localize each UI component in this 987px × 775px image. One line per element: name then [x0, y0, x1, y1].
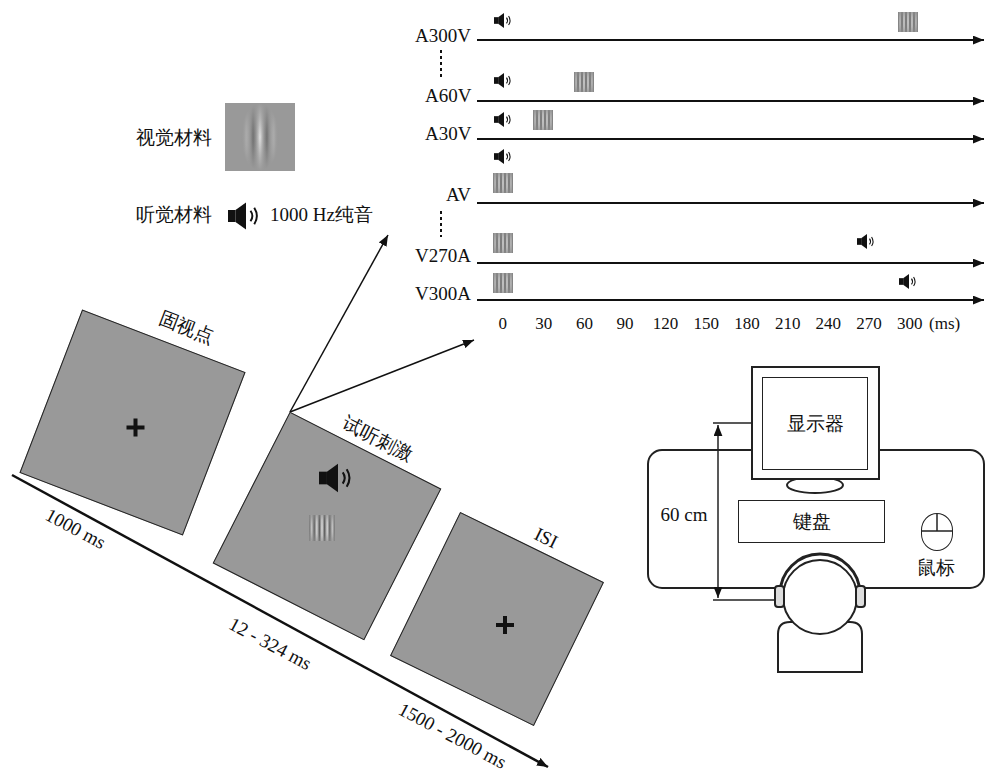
tone-label: 1000 Hz纯音 — [270, 204, 373, 226]
condition-label: A60V — [425, 85, 471, 107]
tick-label: 150 — [694, 314, 720, 334]
isi-screen: ISI — [390, 512, 604, 726]
screen-content — [242, 440, 412, 610]
mouse-line — [936, 514, 938, 531]
headphone-band — [780, 554, 860, 594]
tick-label: 300 — [897, 314, 923, 334]
keyboard-box: 键盘 — [738, 500, 885, 543]
leader-arrows — [290, 235, 474, 412]
screen-content — [417, 538, 577, 698]
gabor-patch — [225, 103, 295, 171]
speaker-icon — [857, 234, 873, 249]
gabor-icon — [309, 514, 335, 540]
ellipsis-dash — [440, 50, 442, 77]
setup-illustration — [648, 367, 984, 672]
tick-label: 270 — [856, 314, 882, 334]
dimension-tick — [713, 599, 780, 601]
gabor-icons — [225, 12, 918, 293]
leader-arrow — [290, 235, 388, 412]
tick-label: 90 — [617, 314, 634, 334]
box-label: 键盘 — [793, 511, 831, 533]
gabor-icon — [493, 173, 513, 193]
speaker-icons — [228, 13, 915, 289]
person-head — [783, 560, 857, 634]
speaker-icon — [228, 203, 257, 230]
gabor-icon — [574, 72, 594, 92]
tick-label: 120 — [653, 314, 679, 334]
gabor-icon — [898, 12, 918, 32]
material-label: 视觉材料 — [136, 127, 212, 149]
monitor-screen: 显示器 — [762, 377, 868, 470]
speaker-icon — [494, 13, 510, 28]
dimension-tick — [713, 422, 752, 424]
timeline-axes — [441, 40, 984, 300]
tick-label: 60 — [576, 314, 593, 334]
material-label: 听觉材料 — [136, 204, 212, 226]
tick-label: 240 — [816, 314, 842, 334]
tick-label: 210 — [775, 314, 801, 334]
mouse-label: 鼠标 — [917, 557, 955, 579]
condition-label: A300V — [415, 25, 471, 47]
duration-label: 12 - 324 ms — [225, 613, 315, 675]
condition-label: A30V — [425, 123, 471, 145]
speaker-icon — [494, 112, 510, 127]
screen-content — [44, 334, 219, 509]
speaker-icon — [494, 149, 510, 164]
tick-label: 0 — [499, 314, 508, 334]
gabor-icon — [493, 233, 513, 253]
duration-label: 1000 ms — [41, 504, 109, 554]
fixation-screen: 固视点 — [19, 309, 245, 535]
fixation-cross — [126, 417, 144, 435]
condition-label: V300A — [415, 283, 471, 305]
condition-label: AV — [446, 184, 471, 206]
fixation-cross — [496, 615, 514, 633]
screen-title: ISI — [531, 523, 561, 553]
mouse-shape: 鼠标 — [921, 513, 953, 551]
leader-arrow — [290, 340, 474, 412]
screen-title: 固视点 — [155, 307, 216, 348]
speaker-icon — [494, 73, 510, 88]
headphone-cup — [856, 586, 865, 607]
tick-label: 30 — [535, 314, 552, 334]
dimension-line — [717, 425, 719, 598]
speaker-icon — [319, 463, 349, 492]
timeline-arrow — [477, 202, 984, 204]
timeline-arrow — [477, 299, 984, 301]
stimulus-screen: 试听刺激 — [213, 412, 442, 641]
ellipsis-dash — [440, 211, 442, 237]
timeline-arrow — [477, 262, 984, 264]
mouse-line — [922, 530, 952, 532]
gabor-icon — [493, 273, 513, 293]
dimension-label: 60 cm — [661, 504, 708, 526]
monitor-bezel — [752, 367, 879, 479]
screen-title: 试听刺激 — [339, 412, 417, 466]
gabor-icon — [533, 110, 553, 130]
speaker-icon — [899, 274, 915, 289]
unit-label: (ms) — [929, 314, 960, 334]
tick-label: 180 — [734, 314, 760, 334]
headphone-cup — [775, 586, 784, 607]
box-label: 显示器 — [787, 413, 844, 435]
timeline-arrow — [477, 100, 984, 102]
condition-label: V270A — [415, 245, 471, 267]
timeline-arrow — [477, 138, 984, 140]
timeline-arrow — [477, 39, 984, 41]
